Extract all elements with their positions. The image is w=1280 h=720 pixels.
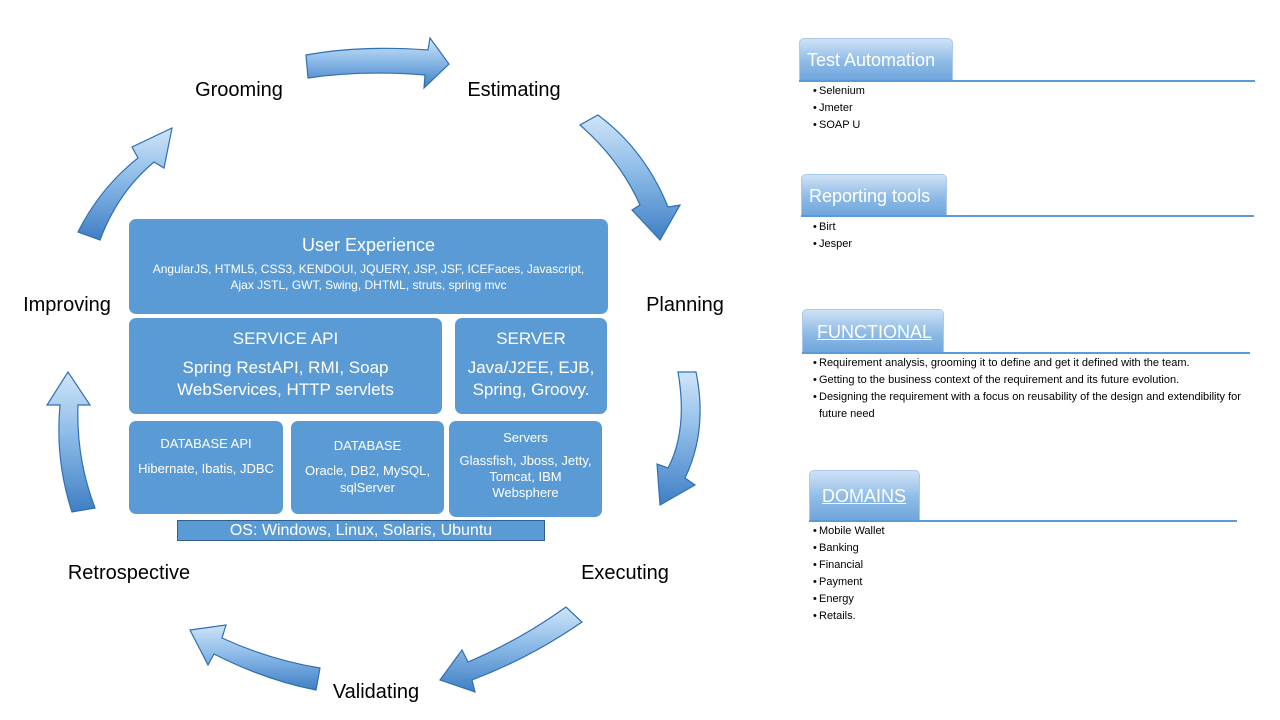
database-api-box: DATABASE API Hibernate, Ibatis, JDBC	[129, 421, 283, 514]
server-body: Java/J2EE, EJB, Spring, Groovy.	[467, 358, 595, 399]
list-item: Designing the requirement with a focus o…	[813, 389, 1243, 423]
domains-header: DOMAINS	[809, 470, 920, 521]
servers-box: Servers Glassfish, Jboss, Jetty, Tomcat,…	[449, 421, 602, 517]
list-item: Payment	[813, 574, 885, 591]
list-item: Financial	[813, 557, 885, 574]
stage-executing: Executing	[581, 562, 669, 584]
functional-list: Requirement analysis, grooming it to def…	[813, 355, 1243, 423]
service-api-title: SERVICE API	[232, 329, 339, 348]
stage-estimating: Estimating	[467, 79, 561, 101]
database-title: DATABASE	[333, 438, 402, 453]
database-api-body: Hibernate, Ibatis, JDBC	[138, 461, 274, 476]
stage-improving: Improving	[23, 294, 111, 316]
arrow-improving-to-grooming	[77, 126, 173, 241]
functional-header: FUNCTIONAL	[802, 309, 944, 353]
domains-list: Mobile Wallet Banking Financial Payment …	[813, 523, 885, 625]
reporting-tools-list: Birt Jesper	[813, 219, 852, 253]
test-automation-rule	[799, 80, 1255, 82]
list-item: Banking	[813, 540, 885, 557]
user-experience-title: User Experience	[301, 235, 436, 255]
servers-body: Glassfish, Jboss, Jetty, Tomcat, IBM Web…	[459, 453, 592, 500]
os-bar: OS: Windows, Linux, Solaris, Ubuntu	[177, 520, 545, 541]
server-box: SERVER Java/J2EE, EJB, Spring, Groovy.	[455, 318, 607, 414]
servers-title: Servers	[503, 430, 548, 445]
service-api-body: Spring RestAPI, RMI, Soap WebServices, H…	[177, 358, 394, 399]
reporting-tools-header: Reporting tools	[801, 174, 947, 216]
list-item: Jesper	[813, 236, 852, 253]
arrow-executing-to-validating	[439, 606, 583, 693]
list-item: Mobile Wallet	[813, 523, 885, 540]
arrow-validating-to-retrospective	[189, 624, 321, 691]
list-item: Requirement analysis, grooming it to def…	[813, 355, 1243, 372]
database-box: DATABASE Oracle, DB2, MySQL, sqlServer	[291, 421, 444, 514]
database-body: Oracle, DB2, MySQL, sqlServer	[305, 463, 430, 495]
arrow-retrospective-to-improving	[45, 370, 96, 513]
test-automation-list: Selenium Jmeter SOAP U	[813, 83, 865, 134]
functional-rule	[802, 352, 1250, 354]
list-item: SOAP U	[813, 117, 865, 134]
list-item: Energy	[813, 591, 885, 608]
arrow-planning-to-executing	[656, 371, 701, 506]
database-api-title: DATABASE API	[160, 436, 252, 451]
domains-rule	[809, 520, 1237, 522]
list-item: Getting to the business context of the r…	[813, 372, 1243, 389]
user-experience-box: User Experience AngularJS, HTML5, CSS3, …	[129, 219, 608, 314]
arrow-grooming-to-estimating	[305, 36, 450, 90]
stage-grooming: Grooming	[195, 79, 283, 101]
service-api-box: SERVICE API Spring RestAPI, RMI, Soap We…	[129, 318, 442, 414]
stage-planning: Planning	[646, 294, 724, 316]
list-item: Selenium	[813, 83, 865, 100]
list-item: Birt	[813, 219, 852, 236]
stage-retrospective: Retrospective	[67, 562, 191, 584]
stage-validating: Validating	[332, 681, 420, 703]
reporting-tools-rule	[801, 215, 1254, 217]
list-item: Jmeter	[813, 100, 865, 117]
user-experience-body: AngularJS, HTML5, CSS3, KENDOUI, JQUERY,…	[152, 262, 585, 292]
arrow-estimating-to-planning	[578, 114, 682, 242]
test-automation-header: Test Automation	[799, 38, 953, 81]
list-item: Retails.	[813, 608, 885, 625]
server-title: SERVER	[496, 329, 566, 348]
